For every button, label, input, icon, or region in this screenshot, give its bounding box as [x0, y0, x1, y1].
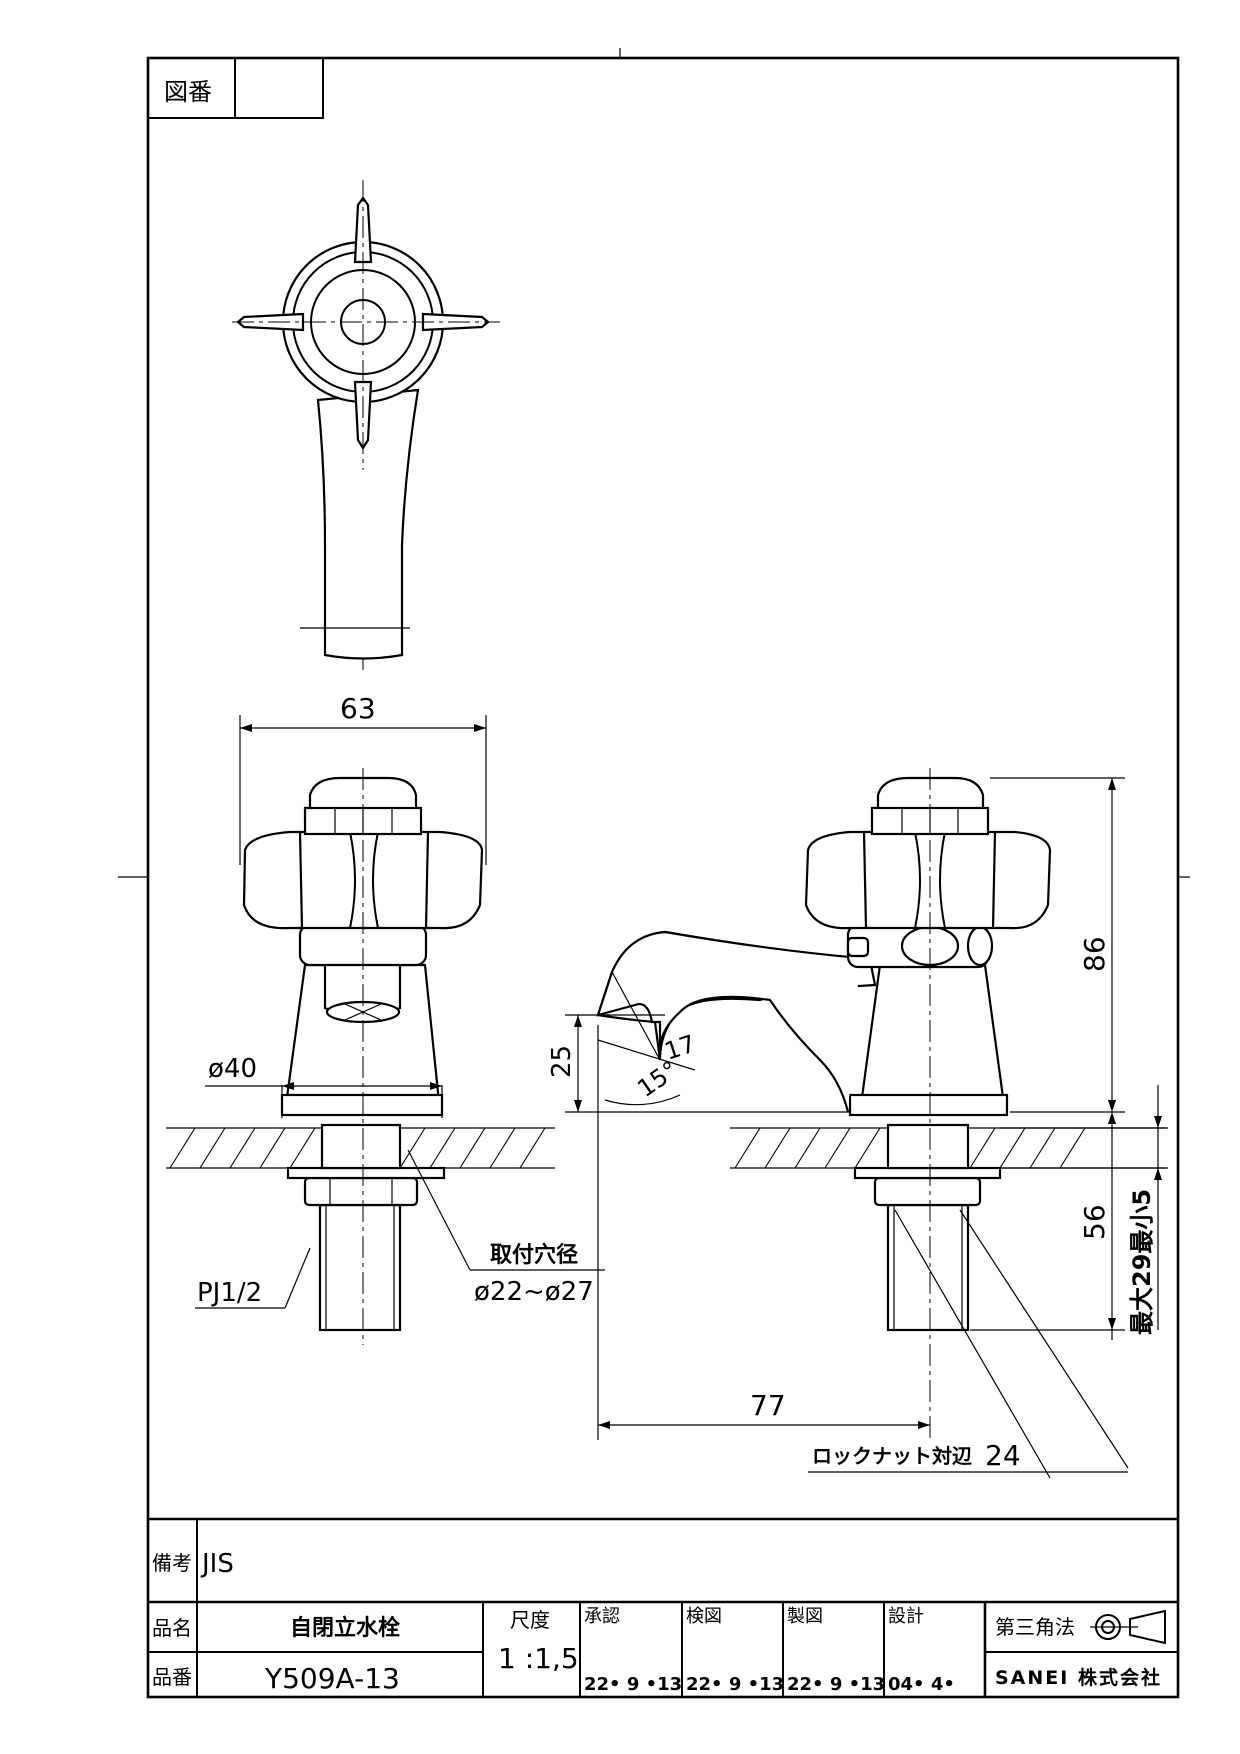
- product-name-value: 自閉立水栓: [290, 1615, 400, 1641]
- side-view: [596, 768, 1165, 1440]
- checked-date: 22• 9 •13: [686, 1674, 784, 1695]
- mount-hole-label: 取付穴径: [490, 1242, 578, 1268]
- scale-value: 1 :1,5: [498, 1642, 579, 1675]
- side-dimensions: 86 56 最大29最小5 77 25 17 15° ロックナット対辺 24: [547, 777, 1168, 1479]
- scale-label: 尺度: [510, 1608, 550, 1632]
- front-view: [166, 768, 555, 1345]
- dim-thickness-range: 最大29最小5: [1128, 1189, 1156, 1335]
- dim-reach-77: 77: [750, 1389, 786, 1422]
- locknut-value: 24: [985, 1439, 1021, 1472]
- product-name-label: 品名: [152, 1616, 192, 1640]
- company-name: SANEI 株式会社: [995, 1666, 1162, 1689]
- remarks-label: 備考: [152, 1551, 192, 1575]
- designed-label: 設計: [888, 1606, 924, 1627]
- dim-width-63: 63: [340, 692, 376, 725]
- checked-label: 検図: [686, 1606, 722, 1627]
- product-code-value: Y509A-13: [264, 1662, 400, 1695]
- title-block: 備考 JIS 品名 自閉立水栓 品番 Y509A-13 尺度 1 :1,5 承認…: [148, 1517, 1178, 1697]
- drawn-date: 22• 9 •13: [787, 1674, 885, 1695]
- drawing-number-label: 図番: [164, 78, 212, 106]
- registration-ticks: [118, 48, 1190, 878]
- third-angle-projection-icon: [1090, 1609, 1166, 1645]
- dim-height-86: 86: [1078, 936, 1111, 972]
- dim-spout-25: 25: [547, 1045, 577, 1078]
- dim-thread: PJ1/2: [197, 1278, 262, 1308]
- mount-hole-value: ø22~ø27: [474, 1277, 594, 1307]
- drawing-number-box: 図番: [147, 57, 324, 119]
- top-view: [232, 180, 500, 675]
- dim-diameter-40: ø40: [208, 1054, 257, 1084]
- dim-shank-56: 56: [1078, 1204, 1111, 1240]
- approved-date: 22• 9 •13: [584, 1674, 682, 1695]
- drawn-label: 製図: [787, 1606, 823, 1627]
- product-code-label: 品番: [152, 1665, 192, 1689]
- approved-label: 承認: [584, 1606, 620, 1627]
- front-dimensions: 63 ø40 PJ1/2 取付穴径 ø22~ø27: [195, 692, 605, 1309]
- remarks-value: JIS: [200, 1549, 234, 1579]
- designed-date: 04• 4•: [888, 1674, 955, 1695]
- locknut-label: ロックナット対辺: [812, 1444, 972, 1468]
- sheet-border: [146, 56, 1180, 1699]
- projection-label: 第三角法: [995, 1615, 1075, 1639]
